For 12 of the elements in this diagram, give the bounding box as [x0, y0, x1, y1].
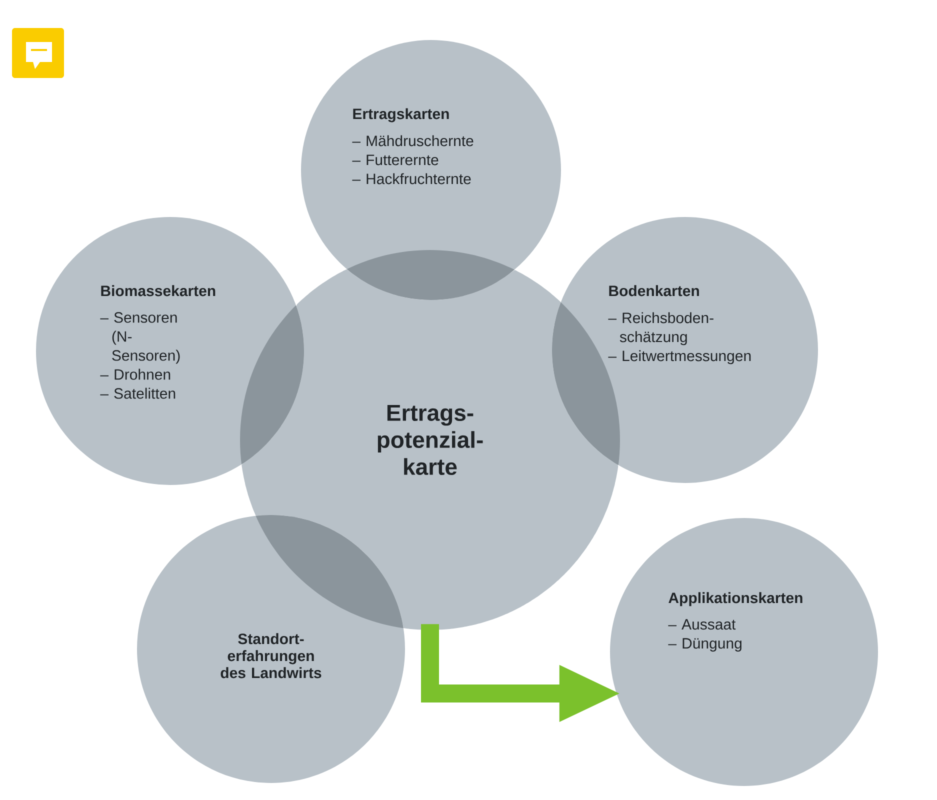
map-circle — [137, 514, 405, 783]
node-title: Biomassekarten — [101, 285, 216, 296]
bullet-list: – Sensoren (N-Sensoren) – Drohnen – Satelitten — [100, 312, 180, 399]
node-title: Bodenkarten — [609, 285, 699, 296]
bullet-list: – Reichsboden- schätzung – Leitwertmessungen — [608, 312, 751, 364]
node-title: Ertragskarten — [353, 108, 449, 122]
node-title: Standort- erfahrungen des Landwirts — [220, 633, 322, 678]
bullet-list: – Mähdruschernte – Futterernte – Hackfruchternte — [352, 135, 474, 184]
node-title: Applikationskarten — [668, 592, 802, 606]
map-circle — [610, 518, 878, 786]
bullet-list: – Aussaat – Düngung — [668, 619, 742, 652]
node-title: Ertrags- potenzial- karte — [378, 404, 483, 475]
